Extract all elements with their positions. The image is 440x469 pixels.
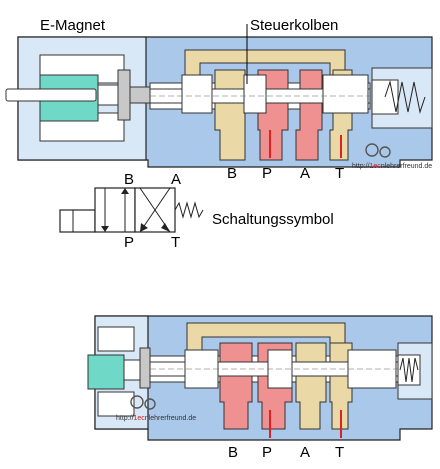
bottom-chamber-b (219, 342, 253, 430)
bottom-watermark: http://1ecnlehrerfreund.de (116, 395, 196, 422)
bottom-port-b: B (228, 444, 238, 461)
bottom-port-a: A (300, 444, 310, 461)
bottom-port-t: T (335, 444, 344, 461)
symbol-box-left (94, 187, 136, 233)
bottom-spool (149, 349, 401, 389)
symbol-port-t: T (171, 234, 180, 251)
bottom-port-p: P (262, 444, 272, 461)
top-port-t: T (335, 165, 344, 182)
bottom-spring (399, 357, 419, 383)
top-port-a: A (300, 165, 310, 182)
symbol-port-p: P (124, 234, 134, 251)
svg-text:http://1ecnlehrerfreund.de: http://1ecnlehrerfreund.de (116, 415, 196, 422)
symbol-spring (174, 201, 204, 219)
top-chamber-b (214, 69, 246, 161)
label-spool: Steuerkolben (250, 17, 338, 34)
svg-text:http://1ecnlehrerfreund.de: http://1ecnlehrerfreund.de (352, 163, 432, 170)
label-magnet: E-Magnet (40, 17, 106, 34)
symbol-actuator (59, 209, 96, 233)
label-symbol: Schaltungssymbol (212, 211, 334, 228)
top-port-p: P (262, 165, 272, 182)
top-spool (149, 74, 371, 114)
top-chamber-a (295, 69, 323, 161)
top-watermark: http://1ecnlehrerfreund.de (352, 143, 432, 170)
top-plunger (5, 88, 97, 102)
symbol-port-a: A (171, 171, 181, 188)
symbol-port-b: B (124, 171, 134, 188)
bottom-coil (87, 354, 125, 390)
top-valve: E-Magnet Steuerkolben B P A T http://1ec… (5, 17, 433, 182)
bottom-valve: B P A T http://1ecnlehrerfreund.de (87, 315, 433, 461)
top-port-b: B (227, 165, 237, 182)
circuit-symbol: B A P T Schaltungssymbol (59, 171, 334, 251)
top-spring (384, 80, 426, 114)
